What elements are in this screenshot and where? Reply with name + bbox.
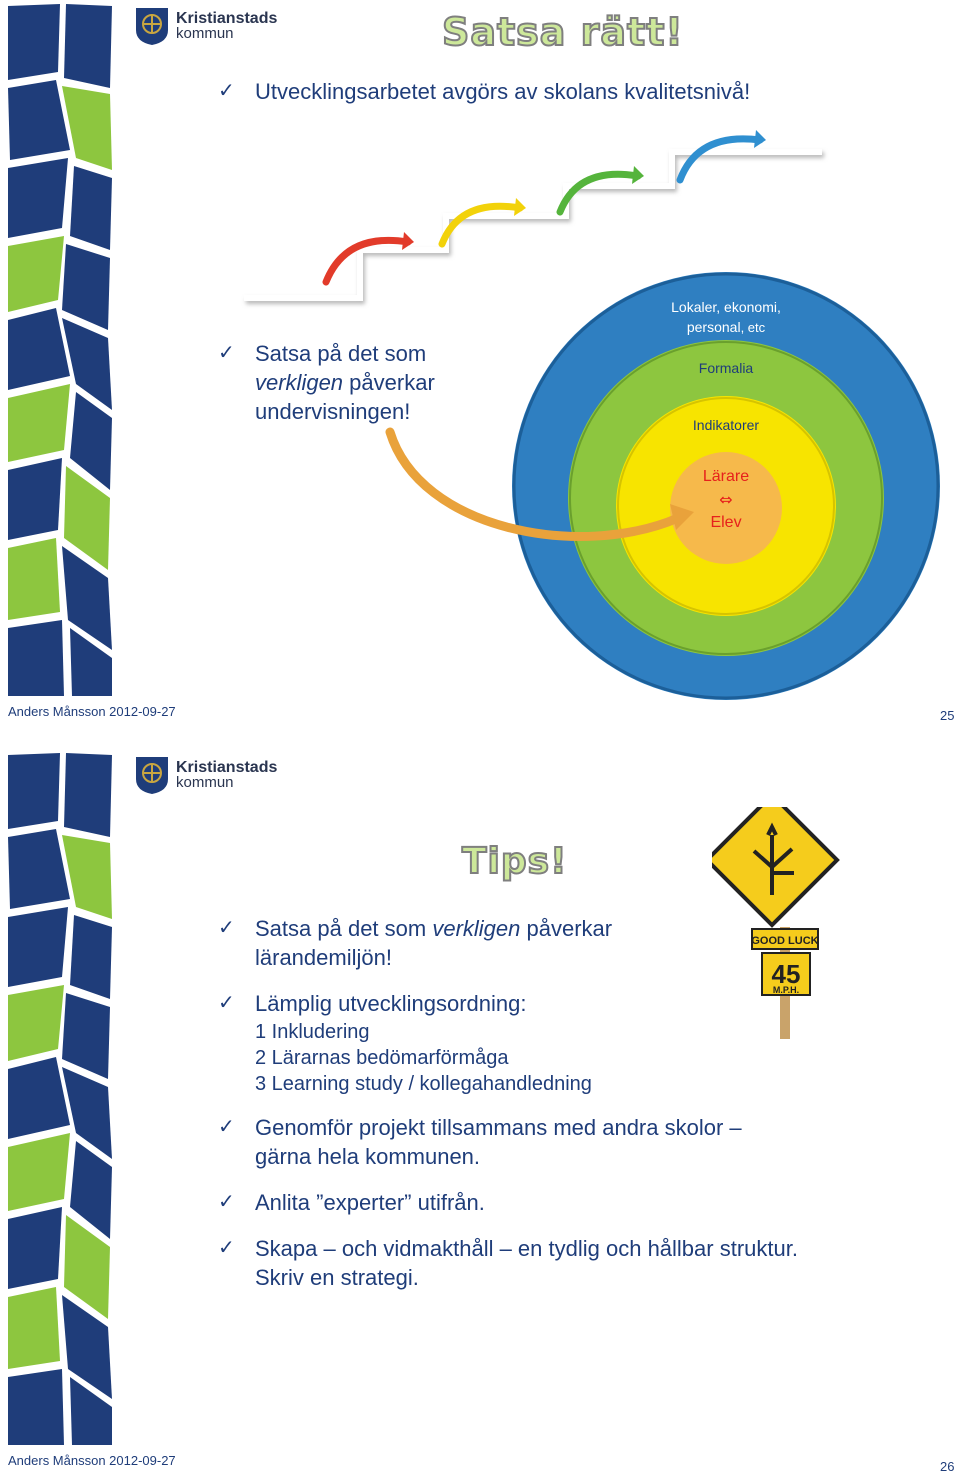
- org-logo: Kristianstads kommun: [134, 755, 277, 795]
- b2-item: 1 Inkludering: [255, 1021, 370, 1043]
- core-line1: Lärare: [702, 468, 750, 485]
- staircase-diagram: [244, 130, 822, 301]
- check-icon: ✓: [218, 1114, 235, 1138]
- concentric-rings-diagram: [512, 272, 940, 700]
- slide-25: Kristianstads kommun Satsa rätt! ✓ Utvec…: [0, 0, 960, 728]
- b3-a: Genomför projekt tillsammans med andra s…: [255, 1115, 742, 1140]
- b2-title: Lämplig utvecklingsordning:: [255, 991, 527, 1016]
- check-icon: ✓: [218, 340, 235, 364]
- check-icon: ✓: [218, 915, 235, 939]
- slide-title: Tips!: [461, 840, 568, 883]
- ring-second-label: Formalia: [698, 360, 754, 376]
- bullet-experts: Anlita ”experter” utifrån.: [255, 1190, 485, 1215]
- b5-b: Skriv en strategi.: [255, 1265, 419, 1290]
- ring-core-label: Lärare ⇔ Elev: [676, 465, 776, 534]
- slide-26: Kristianstads kommun Tips! GOOD LUCK 45 …: [0, 745, 960, 1475]
- bullet-focus: Satsa på det som verkligen påverkar unde…: [255, 339, 435, 426]
- mosaic-sidebar: [0, 745, 118, 1445]
- slide-title: Satsa rätt!: [441, 9, 684, 55]
- bullet-focus-em: verkligen: [255, 370, 344, 395]
- org-logo: Kristianstads kommun: [134, 6, 277, 46]
- ring-outer-line2: personal: [686, 319, 741, 335]
- ring-outer-line2b: , etc: [740, 320, 766, 335]
- check-icon: ✓: [218, 1235, 235, 1259]
- bullet-focus-c: undervisningen!: [255, 399, 411, 424]
- bullet-focus-b: påverkar: [349, 370, 435, 395]
- sign-speed: 45: [772, 959, 801, 989]
- check-icon: ✓: [218, 78, 235, 102]
- page-number: 26: [940, 1459, 955, 1474]
- footer-author: Anders Månsson 2012-09-27: [8, 704, 176, 719]
- sign-good-luck: GOOD LUCK: [751, 935, 818, 947]
- coat-of-arms-icon: [136, 757, 168, 794]
- ring-outer-line1: Lokaler, ekonomi,: [671, 299, 781, 315]
- bullet-focus-a: Satsa på det som: [255, 341, 427, 366]
- ring-third-label: Indikatorer: [692, 417, 760, 433]
- check-icon: ✓: [218, 990, 235, 1014]
- b2-item: 3 Learning study / kollegahandledning: [255, 1073, 592, 1095]
- b1-a: Satsa på det som: [255, 916, 427, 941]
- b3-b: gärna hela kommunen.: [255, 1144, 481, 1169]
- b1-c: lärandemiljön!: [255, 945, 392, 970]
- bullet-order: Lämplig utvecklingsordning: 1 Inkluderin…: [255, 989, 592, 1097]
- check-icon: ✓: [218, 1189, 235, 1213]
- core-arrow-icon: ⇔: [719, 490, 733, 509]
- bullet-projects: Genomför projekt tillsammans med andra s…: [255, 1113, 742, 1171]
- bullet-learning-env: Satsa på det som verkligen påverkar lära…: [255, 914, 612, 972]
- focus-arrow: [385, 427, 694, 541]
- mosaic-sidebar: [0, 0, 118, 700]
- org-name-line1: Kristianstads: [176, 759, 278, 776]
- ring-outer-label: Lokaler, ekonomi, personal, etc: [626, 297, 826, 338]
- coat-of-arms-icon: [136, 8, 168, 45]
- b1-em: verkligen: [432, 916, 521, 941]
- core-line2: Elev: [710, 514, 742, 531]
- footer-author: Anders Månsson 2012-09-27: [8, 1453, 176, 1468]
- org-name-line1: Kristianstads: [176, 10, 278, 27]
- page-number: 25: [940, 708, 955, 723]
- org-name-line2: kommun: [176, 774, 234, 791]
- b1-b: påverkar: [526, 916, 613, 941]
- bullet-quality: Utvecklingsarbetet avgörs av skolans kva…: [255, 79, 751, 104]
- b5-a: Skapa – och vidmakthåll – en tydlig och …: [255, 1236, 798, 1261]
- b2-item: 2 Lärarnas bedömarförmåga: [255, 1047, 509, 1069]
- org-name-line2: kommun: [176, 25, 234, 42]
- bullet-structure: Skapa – och vidmakthåll – en tydlig och …: [255, 1234, 798, 1292]
- sign-unit: M.P.H.: [773, 985, 799, 995]
- road-sign-image: GOOD LUCK 45 M.P.H.: [712, 807, 840, 1039]
